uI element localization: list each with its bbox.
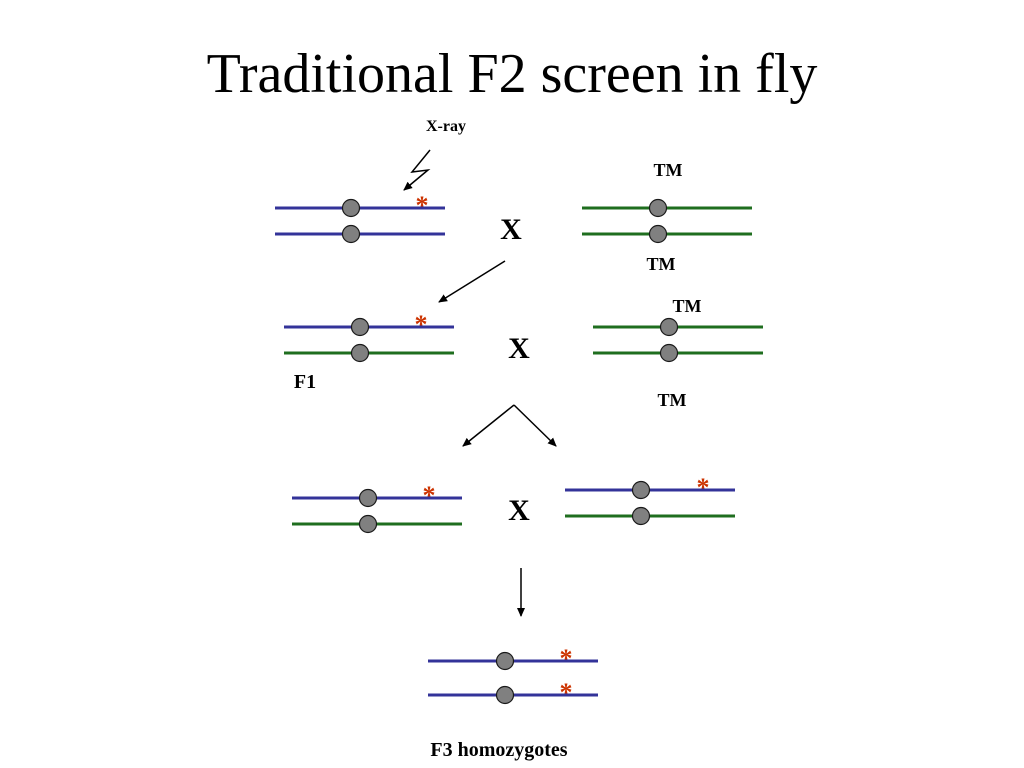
f1-chromosome-pair: * [284,310,454,363]
f1-balancer-chromosome-pair [593,317,763,363]
mutation-mark: * [697,473,710,502]
centromere [495,651,515,671]
cross-symbol: X [500,213,522,246]
mutation-mark: * [560,644,573,673]
cross-symbol: X [508,494,530,527]
arrow-icon [513,404,557,447]
f3-label: F3 homozygotes [430,739,567,761]
xray-label: X-ray [426,118,466,135]
cross-symbol: X [508,332,530,365]
centromere [350,317,370,337]
centromere [659,343,679,363]
f2-chromosome-pair: * [292,481,462,534]
centromere [631,506,651,526]
centromere [358,514,378,534]
arrow-icon [462,404,515,447]
mutation-mark: * [423,481,436,510]
p-male-chromosome-pair: * [275,191,445,244]
split-arrow [462,404,557,447]
balancer-label: TM [654,160,683,180]
centromere [631,480,651,500]
lightning-bolt-icon [403,149,431,191]
centromere [350,343,370,363]
mutation-mark: * [415,310,428,339]
centromere [341,198,361,218]
balancer-label: TM [673,296,702,316]
balancer-label: TM [658,390,687,410]
f3-chromosome-pair: * * [428,644,598,707]
p-balancer-chromosome-pair [582,198,752,244]
centromere [341,224,361,244]
arrow-icon [438,260,506,303]
centromere [659,317,679,337]
centromere [648,198,668,218]
f2-sibling-chromosome-pair: * [565,473,735,526]
slide-title: Traditional F2 screen in fly [207,43,818,105]
mutation-mark: * [560,678,573,707]
centromere [358,488,378,508]
mutation-mark: * [416,191,429,220]
centromere [495,685,515,705]
balancer-label: TM [647,254,676,274]
f1-label: F1 [294,371,316,393]
centromere [648,224,668,244]
